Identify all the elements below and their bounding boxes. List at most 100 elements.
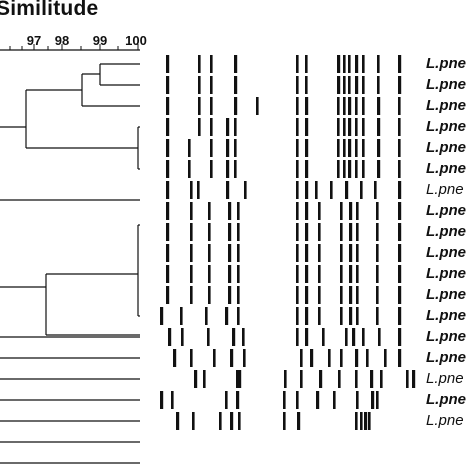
band (343, 76, 346, 94)
band (305, 265, 309, 283)
band (160, 307, 164, 325)
band (398, 349, 402, 367)
band (384, 349, 387, 367)
strain-label: L.pne (426, 370, 464, 387)
band (296, 328, 299, 346)
band (340, 286, 343, 304)
band (343, 55, 346, 73)
band (234, 97, 238, 115)
band (340, 265, 343, 283)
band (362, 97, 365, 115)
band (318, 223, 321, 241)
band (310, 349, 314, 367)
band (176, 412, 180, 430)
band (237, 265, 240, 283)
band (348, 139, 352, 157)
band (376, 202, 379, 220)
band (338, 370, 341, 388)
band (348, 97, 352, 115)
band (203, 370, 206, 388)
band (225, 391, 228, 409)
band (190, 244, 193, 262)
band (305, 244, 309, 262)
band (180, 307, 183, 325)
band (337, 139, 340, 157)
band (236, 391, 240, 409)
band (398, 139, 401, 157)
band (305, 328, 309, 346)
band (356, 307, 359, 325)
band (349, 307, 353, 325)
strain-label: L.pne (426, 265, 466, 282)
band (234, 55, 238, 73)
band (234, 139, 237, 157)
strain-label: L.pne (426, 244, 466, 261)
band (305, 160, 309, 178)
band (166, 76, 170, 94)
band (337, 118, 340, 136)
band (166, 223, 170, 241)
band (398, 307, 402, 325)
band (348, 55, 351, 73)
band (166, 55, 170, 73)
band (349, 244, 353, 262)
band (236, 370, 239, 388)
band (166, 139, 170, 157)
band (398, 181, 402, 199)
band (398, 265, 402, 283)
band (296, 118, 299, 136)
band (377, 55, 380, 73)
band (349, 223, 353, 241)
band (349, 202, 353, 220)
band (360, 181, 363, 199)
band (232, 328, 236, 346)
band (300, 349, 303, 367)
band (296, 55, 299, 73)
band (398, 328, 402, 346)
band (343, 118, 346, 136)
band (355, 349, 359, 367)
band (355, 139, 358, 157)
band (226, 139, 230, 157)
band (296, 181, 299, 199)
band (237, 286, 240, 304)
band (296, 265, 299, 283)
band (226, 160, 230, 178)
strain-label: L.pne (426, 118, 466, 135)
band (296, 223, 299, 241)
band (376, 286, 379, 304)
band (316, 391, 320, 409)
band (349, 286, 353, 304)
band (198, 118, 201, 136)
band (377, 139, 381, 157)
band (181, 328, 184, 346)
band (228, 286, 232, 304)
band (168, 328, 172, 346)
band (305, 286, 309, 304)
band (210, 55, 213, 73)
band (355, 370, 358, 388)
band (190, 223, 193, 241)
band (188, 139, 191, 157)
band (210, 118, 213, 136)
band (208, 265, 211, 283)
band (337, 76, 341, 94)
band (198, 55, 201, 73)
band (376, 244, 379, 262)
strain-label: L.pne (426, 139, 466, 156)
band (190, 349, 193, 367)
band (330, 181, 333, 199)
band (166, 265, 170, 283)
band (296, 244, 299, 262)
band (237, 223, 240, 241)
band (166, 181, 170, 199)
band (356, 202, 359, 220)
band (343, 139, 346, 157)
strain-label: L.pne (426, 391, 466, 408)
band (237, 244, 240, 262)
band (166, 244, 170, 262)
band (348, 76, 351, 94)
band (340, 244, 343, 262)
strain-label: L.pne (426, 412, 464, 429)
